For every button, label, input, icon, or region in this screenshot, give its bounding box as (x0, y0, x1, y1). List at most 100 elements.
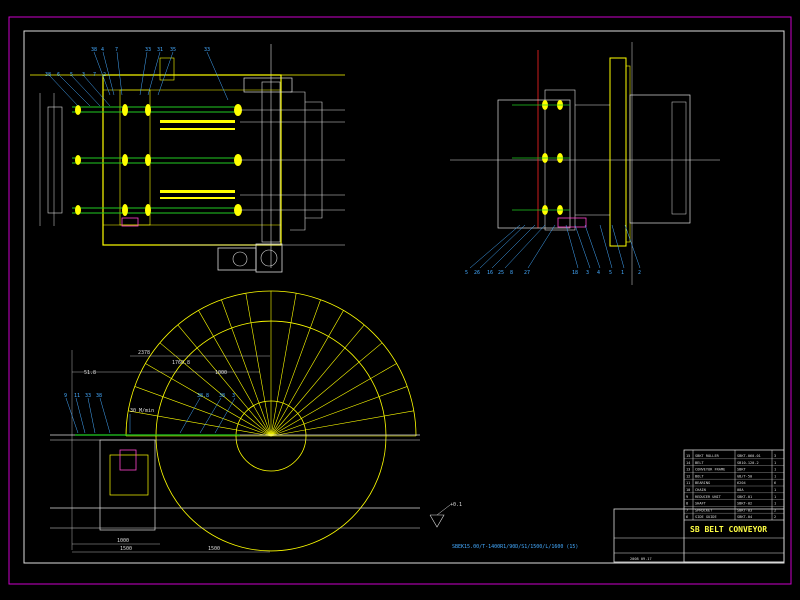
bom-cell: 12 (686, 474, 690, 478)
dimension: 1000 (215, 370, 227, 376)
drawing-note: SBEK15.00/T-1400R1/90D/S1/1500/L/1600 (1… (452, 544, 578, 550)
callout: 33 (145, 47, 151, 53)
bom-cell: SBKT-02 (737, 502, 752, 506)
bom-cell: BEARING (695, 481, 710, 485)
drawing-title: SB BELT CONVEYOR (690, 525, 767, 534)
bom-cell: 7 (686, 508, 688, 512)
callout: 3 (232, 393, 235, 399)
callout: 5 (609, 270, 612, 276)
bom-cell: 9 (686, 495, 688, 499)
dimension: 1760.8 (172, 360, 190, 366)
curve-roller (270, 342, 383, 437)
callout: 33 (85, 393, 91, 399)
bom-cell: SPROCKET (695, 508, 713, 512)
bom-cell: BELT (695, 461, 704, 465)
curve-roller (221, 299, 272, 437)
callout: 38.8 (197, 393, 209, 399)
callout: 2 (638, 270, 641, 276)
curve-roller (270, 410, 414, 437)
callout: 7 (115, 47, 118, 53)
sheet-info: 2008 09.17 (630, 557, 652, 561)
callout: 6 (57, 72, 60, 78)
bom-cell: 2 (774, 515, 776, 519)
callout: 2 (103, 72, 106, 78)
curve-roller (270, 299, 321, 437)
curve-roller (128, 410, 272, 437)
bom-cell: SBKT-04 (737, 515, 752, 519)
bom-cell: 08A (737, 488, 744, 492)
bom-cell: SBKT ROLLER (695, 454, 720, 458)
bom-cell: SBKT (737, 468, 746, 472)
bom-cell: 1 (774, 495, 776, 499)
bom-cell: SBKT-01 (737, 495, 752, 499)
callout: 5 (465, 270, 468, 276)
bom-cell: 1 (774, 502, 776, 506)
top-left-view: 38 4 7 33 31 35 33 38 6 5 3 7 2 (30, 44, 345, 273)
bom-cell: 1 (774, 474, 776, 478)
curve-roller (270, 363, 397, 437)
curve-roller (134, 386, 272, 437)
curve-roller (177, 324, 272, 437)
callout: 3 (82, 72, 85, 78)
speed-label: 30 M/min (130, 408, 154, 414)
bom-cell: 1 (774, 468, 776, 472)
bom-cell: 11 (686, 481, 690, 485)
callout: 4 (101, 47, 104, 53)
bom-cell: 8 (686, 502, 688, 506)
curve-roller (198, 310, 272, 437)
bom-cell: CHAIN (695, 488, 706, 492)
callout: 25 (498, 270, 504, 276)
curve-roller (270, 310, 344, 437)
bom-cell: 3 (774, 454, 776, 458)
callout: 26 (474, 270, 480, 276)
callout: 33 (204, 47, 210, 53)
bom-cell: GB/T-50 (737, 474, 752, 478)
bom-cell: SHAFT (695, 502, 707, 506)
dimension: 1500 (208, 546, 220, 552)
dimension: 51.8 (84, 370, 96, 376)
callout: 4 (597, 270, 600, 276)
bom-cell: 1 (774, 488, 776, 492)
callout: 7 (93, 72, 96, 78)
callout: 38 (219, 393, 225, 399)
title-block: SB BELT CONVEYOR 2008 09.17 15 SBKT ROLLE… (613, 449, 785, 563)
callout: 3 (586, 270, 589, 276)
bom-cell: 10 (686, 488, 690, 492)
frame-border (23, 30, 785, 564)
bottom-left-elevation: 9 11 33 38 38.8 38 3 30 M/min 51.8 2378 … (50, 350, 462, 553)
bom-cell: SIDE GUIDE (695, 515, 717, 519)
callout: 18 (572, 270, 578, 276)
curve-arc (235, 435, 307, 472)
bom-cell: SBKT-060-01 (737, 454, 761, 458)
bom-cell: 1 (774, 461, 776, 465)
dimension: 2378 (138, 350, 150, 356)
callout: 38 (91, 47, 97, 53)
callout: 35 (170, 47, 176, 53)
callout: 38 (45, 72, 51, 78)
curve-roller (270, 293, 297, 437)
callout: 16 (487, 270, 493, 276)
curve-roller (245, 293, 272, 437)
curve-roller (145, 363, 272, 437)
bom-cell: 6 (686, 515, 688, 519)
callout: 9 (64, 393, 67, 399)
bom-cell: 13 (686, 468, 690, 472)
callout: 27 (524, 270, 530, 276)
bom-cell: SB10-120-2 (737, 461, 759, 465)
bom-cell: 2 (774, 508, 776, 512)
callout: 5 (70, 72, 73, 78)
callout: 38 (96, 393, 102, 399)
bom-cell: 14 (686, 461, 690, 465)
bom-cell: SBKT-03 (737, 508, 752, 512)
curve-roller (270, 386, 408, 437)
dimension: 1000 (117, 538, 129, 544)
bom-cell: BOLT (695, 474, 704, 478)
curve-roller (270, 324, 365, 437)
bom-cell: 6204 (737, 481, 746, 485)
curve-plan-view (125, 290, 417, 552)
bom-cell: REDUCER UNIT (695, 495, 722, 499)
callout: 1 (621, 270, 624, 276)
bom-cell: 15 (686, 454, 690, 458)
dimension: 1500 (120, 546, 132, 552)
